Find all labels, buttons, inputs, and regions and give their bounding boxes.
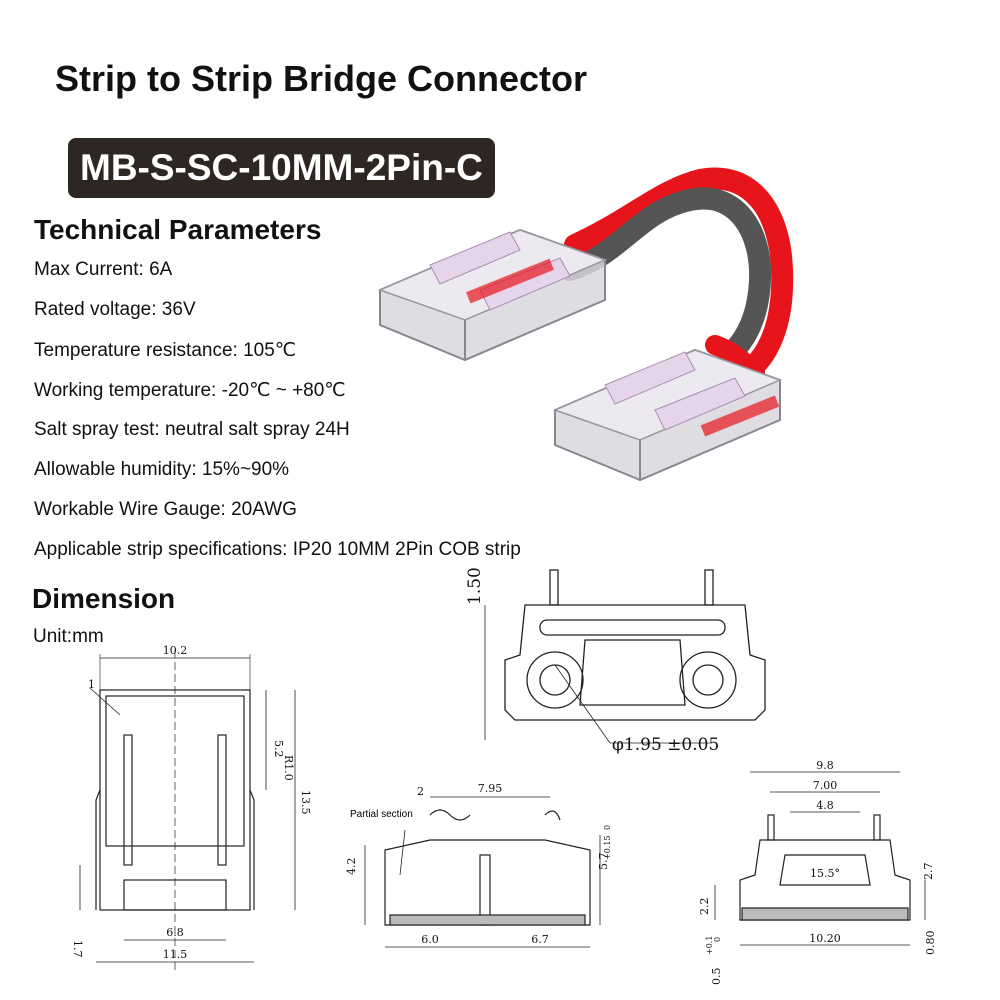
param-humidity: Allowable humidity: 15%~90% — [34, 459, 290, 480]
dim-tol-zero: 0 — [603, 825, 612, 830]
param-working-temperature: Working temperature: -20℃ ~ +80℃ — [34, 380, 346, 401]
dim-7-00: 7.00 — [813, 779, 838, 792]
dim-hole-diameter: φ1.95 ±0.05 — [612, 735, 719, 755]
param-temperature-resistance: Temperature resistance: 105℃ — [34, 340, 297, 361]
dim-6-0: 6.0 — [421, 933, 439, 946]
dim-length-13-5: 13.5 — [299, 790, 312, 815]
front-view-drawing: 1.50 φ1.95 ±0.05 — [465, 567, 766, 755]
dim-1-50: 1.50 — [465, 567, 485, 605]
model-badge: MB-S-SC-10MM-2Pin-C — [68, 138, 495, 198]
connector-body-2 — [552, 348, 783, 482]
dim-7-95: 7.95 — [478, 782, 503, 795]
unit-label: Unit:mm — [33, 626, 104, 647]
dim-2-2: 2.2 — [698, 898, 711, 916]
dim-4-8: 4.8 — [816, 799, 834, 812]
side-view-drawing: 7.95 2 Partial section 4.2 5.7 +0.15 0 6… — [345, 782, 612, 948]
dim-width-10-2: 10.2 — [163, 644, 188, 657]
dim-4-2: 4.2 — [345, 858, 358, 876]
label-1: 1 — [88, 678, 95, 691]
black-wire — [559, 187, 772, 366]
label-2: 2 — [417, 785, 424, 798]
dim-tol-plus-0-15: +0.15 — [603, 835, 612, 860]
dim-r1-0: R1.0 — [282, 755, 295, 781]
dim-5-2: 5.2 — [272, 740, 285, 758]
end-view-drawing: 9.8 7.00 4.8 15.5° 2.7 2.2 10.20 0.80 0.… — [698, 760, 937, 986]
dim-2-7: 2.7 — [922, 863, 935, 881]
param-strip-spec: Applicable strip specifications: IP20 10… — [34, 539, 521, 560]
dim-6-7: 6.7 — [531, 933, 549, 946]
dim-0-80: 0.80 — [924, 931, 937, 956]
dim-5-7: 5.7 — [597, 853, 610, 871]
param-max-current: Max Current: 6A — [34, 259, 173, 280]
dim-tol-zero-end: 0 — [713, 937, 722, 942]
param-salt-spray: Salt spray test: neutral salt spray 24H — [34, 419, 350, 440]
dim-0-5: 0.5 — [710, 968, 723, 986]
dim-1-7: 1.7 — [71, 940, 84, 958]
top-view-drawing: 10.2 1 5.2 R1.0 13.5 1.7 6.8 11.5 — [71, 644, 312, 970]
red-wire — [564, 167, 794, 376]
connector-body-1 — [377, 228, 608, 362]
dim-11-5: 11.5 — [163, 948, 188, 961]
dim-tol-plus-0-1: +0.1 — [705, 936, 714, 955]
dim-10-20: 10.20 — [809, 932, 841, 945]
dim-6-8: 6.8 — [166, 926, 184, 939]
dim-9-8: 9.8 — [816, 760, 834, 772]
dimension-heading: Dimension — [32, 583, 176, 614]
page-title: Strip to Strip Bridge Connector — [55, 58, 588, 99]
param-rated-voltage: Rated voltage: 36V — [34, 299, 196, 320]
dim-angle-15-5: 15.5° — [810, 867, 840, 880]
technical-parameters-heading: Technical Parameters — [34, 214, 322, 245]
param-wire-gauge: Workable Wire Gauge: 20AWG — [34, 499, 297, 520]
connector-product-image — [377, 167, 794, 482]
partial-section-label: Partial section — [350, 809, 413, 820]
